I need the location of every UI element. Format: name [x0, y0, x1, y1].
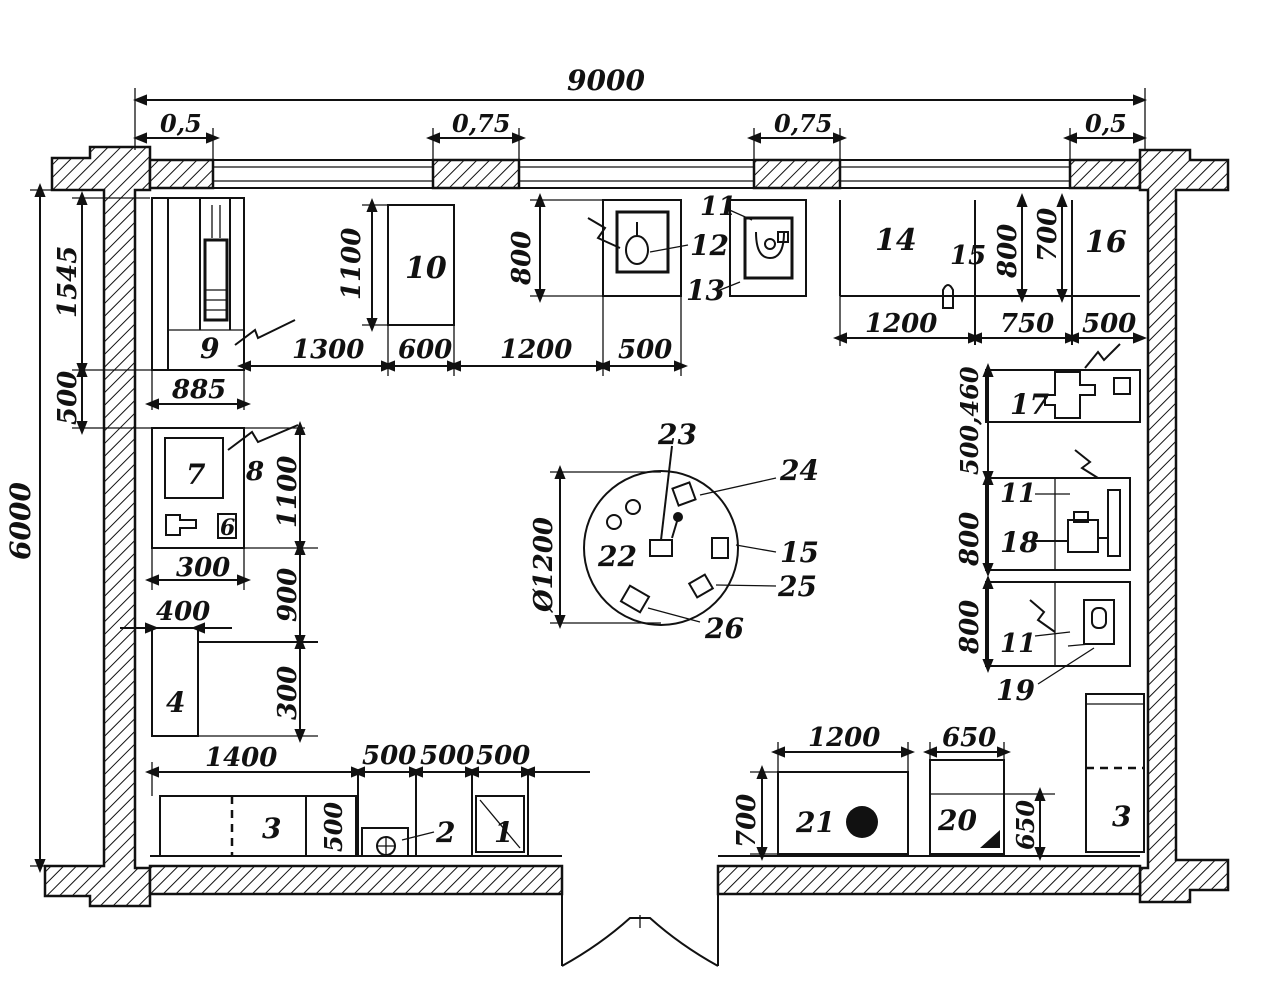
- dim-650-w: 650: [942, 723, 996, 753]
- dim-500-460: 500,460: [955, 366, 984, 475]
- equipment-12-13: 800 12: [507, 193, 729, 303]
- dim-400: 400: [156, 597, 210, 627]
- label-16: 16: [1085, 225, 1127, 260]
- dim-1400: 1400: [205, 743, 277, 773]
- label-14: 14: [875, 223, 917, 258]
- equipment-bottom-left: 1400 3 500 500 500 500 2 1: [145, 741, 590, 857]
- label-8: 8: [245, 457, 264, 487]
- dim-800-a: 800: [507, 231, 537, 286]
- window-glazing: [213, 159, 1070, 189]
- dim-500-b3: 500: [476, 741, 530, 771]
- center-table: Ø1200 22 23 24 15 25 26: [529, 418, 819, 645]
- walls: [43, 145, 1230, 967]
- dim-1200-right: 1200: [865, 309, 937, 339]
- dim-900: 900: [273, 568, 303, 622]
- entrance-door: [561, 866, 719, 967]
- left-wall: [43, 145, 152, 908]
- depth-dimension: 6000: [4, 482, 37, 560]
- equipment-bottom-right: 21 1200 700 20 650 650 3: [732, 693, 1145, 861]
- top-wall-pier-2: [431, 158, 521, 190]
- pier-dim-4: 0,5: [1085, 109, 1127, 138]
- label-22: 22: [597, 540, 637, 573]
- dim-650-h: 650: [1011, 800, 1040, 850]
- equipment-14-16: 14 15 16 800 700: [839, 193, 1140, 345]
- pier-dim-1: 0,5: [160, 109, 202, 138]
- label-1: 1: [494, 816, 513, 849]
- label-3-left: 3: [262, 812, 281, 845]
- label-23: 23: [657, 418, 697, 451]
- label-13: 13: [686, 274, 725, 307]
- label-4: 4: [166, 686, 185, 719]
- bottom-wall-left: [148, 864, 564, 896]
- equipment-11-sink: 11 13: [686, 192, 807, 307]
- label-10: 10: [405, 251, 447, 286]
- dim-600: 600: [398, 335, 452, 365]
- dim-800-right-a: 800: [955, 512, 985, 567]
- label-7: 7: [186, 458, 206, 491]
- label-21: 21: [795, 806, 835, 839]
- equipment-4: 4 400 300: [120, 597, 318, 743]
- dim-500-cab: 500: [319, 802, 348, 852]
- dim-500-b1: 500: [362, 741, 416, 771]
- dim-1300: 1300: [292, 335, 364, 365]
- dim-500-top: 500: [618, 335, 672, 365]
- dim-1200-bottom: 1200: [808, 723, 880, 753]
- equipment-10: 10 1100: [337, 198, 455, 332]
- dim-300-b: 300: [273, 666, 303, 720]
- label-15-table: 15: [780, 536, 819, 569]
- top-wall-pier-4: [1068, 158, 1142, 190]
- dim-300-a: 300: [176, 553, 230, 583]
- label-11-right-a: 11: [1000, 479, 1036, 509]
- dim-750: 750: [1000, 309, 1054, 339]
- label-12: 12: [690, 229, 729, 262]
- label-26: 26: [704, 612, 744, 645]
- top-wall-pier-3: [752, 158, 842, 190]
- overall-dimensions: 9000 6000 0,5 0,75 0,75 0,5: [4, 64, 1147, 873]
- label-11-right-b: 11: [1000, 629, 1036, 659]
- equipment-7-8: 7 6 8 300 1100 900: [145, 421, 318, 649]
- dim-700-bottom: 700: [732, 794, 762, 848]
- dim-500-left: 500: [53, 371, 83, 425]
- dim-1100-top: 1100: [337, 228, 367, 300]
- left-dimensions: 1545 500: [53, 191, 245, 435]
- dim-800-b: 800: [993, 224, 1023, 279]
- label-6: 6: [220, 515, 235, 541]
- equipment-9: 9 885: [145, 197, 296, 410]
- label-17: 17: [1010, 388, 1049, 421]
- label-3-right: 3: [1112, 800, 1131, 833]
- dim-500-right: 500: [1082, 309, 1136, 339]
- dim-diameter: Ø1200: [529, 517, 559, 613]
- dim-1200-top: 1200: [500, 335, 572, 365]
- dim-800-right-b: 800: [955, 600, 985, 655]
- label-20: 20: [937, 804, 977, 837]
- label-24: 24: [779, 454, 819, 487]
- width-dimension: 9000: [567, 64, 645, 97]
- label-19: 19: [996, 674, 1035, 707]
- label-18: 18: [1000, 526, 1039, 559]
- dim-1545: 1545: [53, 246, 83, 318]
- top-dimension-chain: 1300 600 1200 500 1200 750 500: [237, 296, 1147, 376]
- pier-dim-2: 0,75: [452, 109, 510, 138]
- label-25: 25: [777, 570, 817, 603]
- label-9: 9: [200, 332, 219, 365]
- label-2: 2: [435, 816, 455, 849]
- dim-885: 885: [171, 375, 226, 405]
- dim-500-b2: 500: [420, 741, 474, 771]
- top-wall-pier-1: [148, 158, 215, 190]
- bottom-wall-right: [716, 864, 1142, 896]
- equipment-right-block: 17 500,460 11 18 800 11 19 800: [955, 343, 1141, 707]
- dim-700-top: 700: [1033, 208, 1063, 262]
- label-11-top: 11: [700, 192, 736, 222]
- dim-1100-left: 1100: [273, 456, 303, 528]
- label-15-top: 15: [950, 241, 986, 271]
- right-wall: [1138, 148, 1230, 904]
- pier-dim-3: 0,75: [774, 109, 832, 138]
